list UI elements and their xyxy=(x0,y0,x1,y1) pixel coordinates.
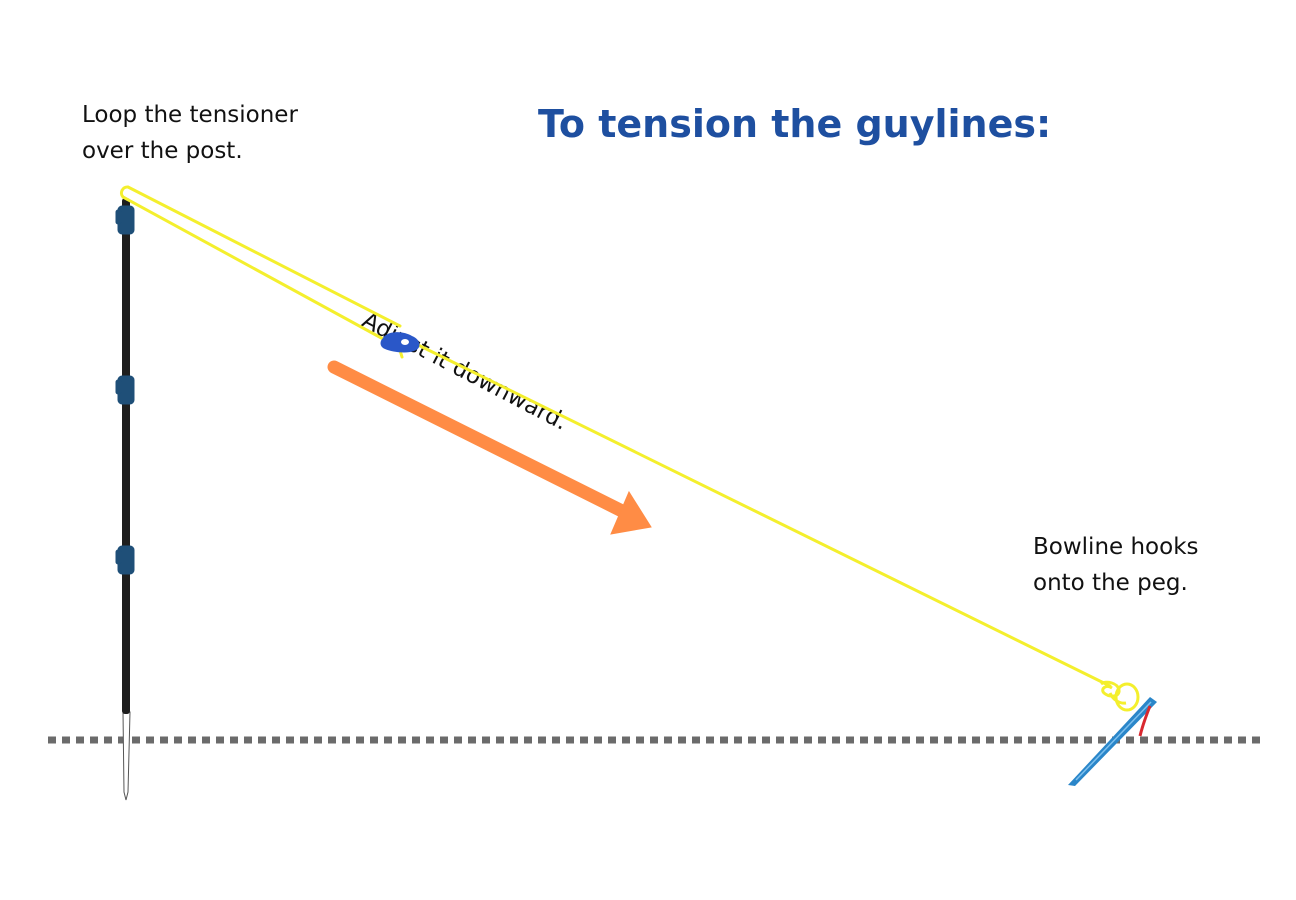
tent-peg-icon xyxy=(1068,697,1157,786)
pole-clip-icon xyxy=(115,375,135,405)
bowline-instruction: Bowline hooks onto the peg. xyxy=(1033,529,1199,601)
peg-cord xyxy=(1138,705,1152,737)
bowline-knot-icon xyxy=(1100,680,1140,712)
guyline xyxy=(120,185,1112,688)
pole-spike xyxy=(122,711,131,801)
pole-clip-icon xyxy=(115,205,135,235)
page-title: To tension the guylines: xyxy=(538,102,1052,146)
pole-shaft xyxy=(122,198,130,714)
tent-pole-icon xyxy=(115,198,135,801)
guyline-main xyxy=(402,336,1112,688)
guyline-loop xyxy=(120,185,402,348)
direction-arrow-icon xyxy=(327,360,652,535)
bowline-instruction-line-1: Bowline hooks xyxy=(1033,534,1199,560)
loop-instruction: Loop the tensioner over the post. xyxy=(82,97,298,169)
loop-instruction-line-2: over the post. xyxy=(82,138,243,164)
loop-instruction-line-1: Loop the tensioner xyxy=(82,102,298,128)
tensioner-icon xyxy=(380,332,420,353)
pole-clip-icon xyxy=(115,545,135,575)
bowline-instruction-line-2: onto the peg. xyxy=(1033,570,1188,596)
